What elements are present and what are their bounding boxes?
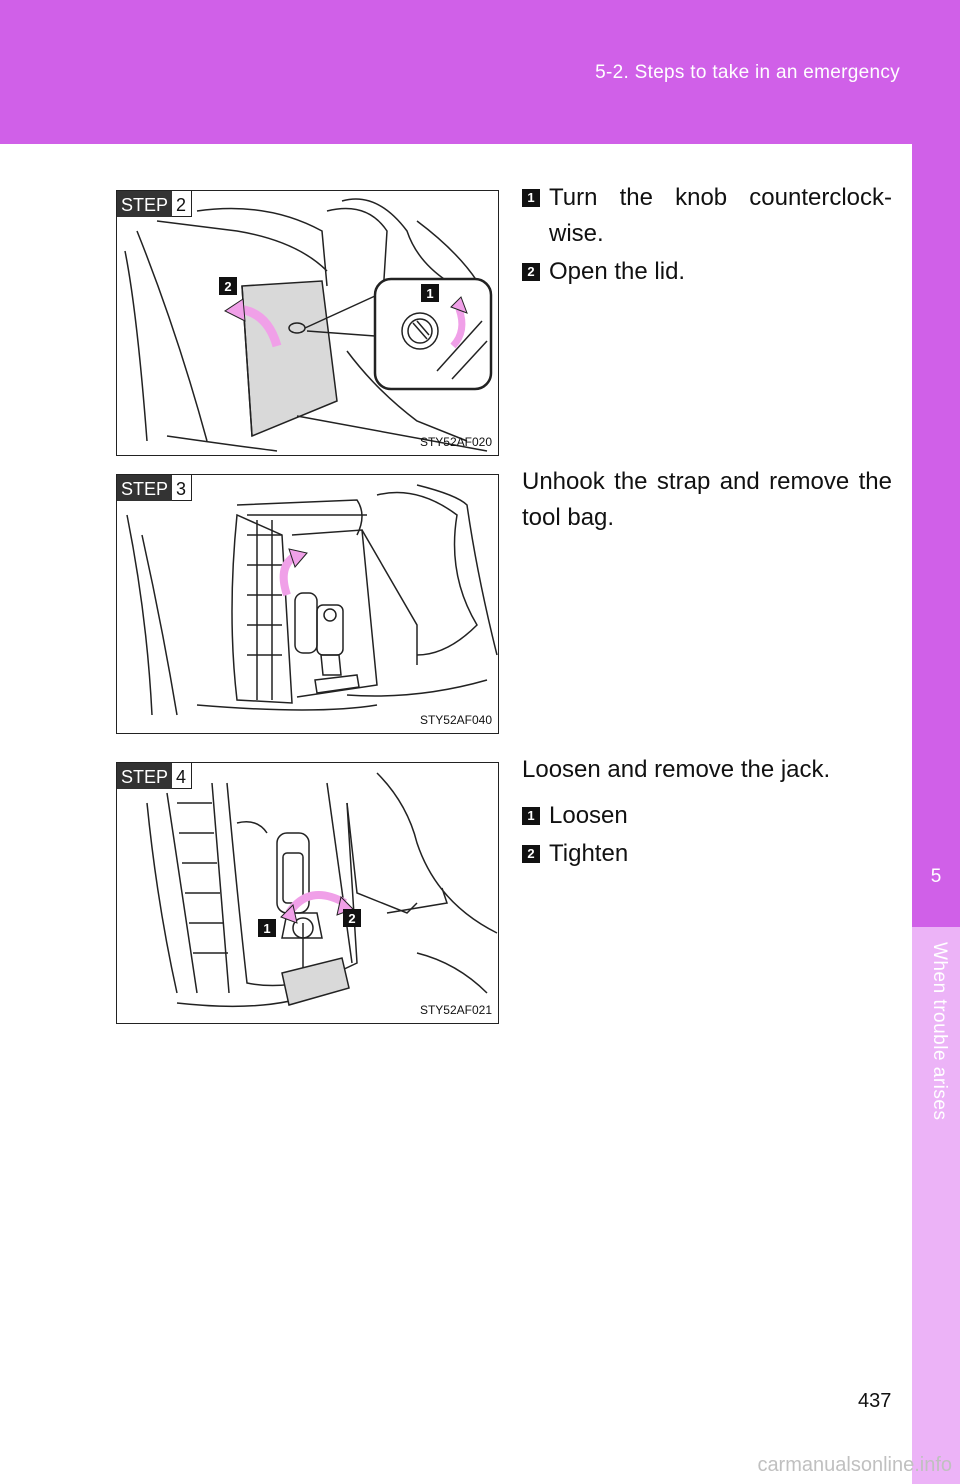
- chapter-title: When trouble arises: [929, 942, 950, 1121]
- step-badge: STEP 2: [117, 191, 193, 217]
- chapter-number: 5: [930, 866, 942, 887]
- svg-text:1: 1: [263, 921, 270, 936]
- item-number: 2: [522, 263, 540, 281]
- callout-1: [421, 284, 439, 302]
- step-badge: STEP 4: [117, 763, 193, 789]
- figure-code: STY52AF020: [419, 435, 492, 449]
- svg-text:2: 2: [224, 279, 231, 294]
- list-item: 2 Tighten: [522, 836, 892, 872]
- item-text: Tighten: [549, 840, 629, 867]
- item-number: 2: [522, 845, 540, 863]
- step-instruction: Unhook the strap and remove the tool bag…: [522, 468, 892, 531]
- lid-illustration: 2 1: [124, 198, 493, 452]
- list-item: 1 Loosen: [522, 798, 892, 834]
- page-header: 5-2. Steps to take in an emergency: [0, 0, 960, 144]
- svg-text:1: 1: [426, 286, 433, 301]
- figure-step-3: STEP 3 STY52AF040: [116, 474, 499, 734]
- tool-bag-illustration: [126, 484, 498, 716]
- figure-step-2: STEP 2: [116, 190, 499, 456]
- step-badge: STEP 3: [117, 475, 193, 501]
- callout-1: [258, 919, 276, 937]
- svg-text:2: 2: [348, 911, 355, 926]
- callout-2: [343, 909, 361, 927]
- list-item: 2 Open the lid.: [522, 254, 892, 290]
- figure-step-4: STEP 4 1 2 STY52AF02: [116, 762, 499, 1024]
- watermark: carmanualsonline.info: [757, 1454, 952, 1476]
- item-text: Loosen: [549, 802, 628, 829]
- figure-code: STY52AF021: [419, 1003, 492, 1017]
- step-4-text: Loosen and remove the jack. 1 Loosen 2 T…: [522, 752, 892, 874]
- item-number: 1: [522, 189, 540, 207]
- callout-2: [219, 277, 237, 295]
- section-title: 5-2. Steps to take in an emergency: [595, 62, 900, 83]
- chapter-tab: 5: [912, 144, 960, 927]
- list-item: 1 Turn the knob counterclock-wise.: [522, 180, 892, 252]
- item-text: Turn the knob counterclock-wise.: [549, 184, 892, 247]
- step-instruction: Loosen and remove the jack.: [522, 756, 831, 783]
- item-text: Open the lid.: [549, 258, 686, 285]
- item-number: 1: [522, 807, 540, 825]
- page-number: 437: [858, 1390, 892, 1412]
- jack-illustration: 1 2: [146, 772, 498, 1008]
- step-3-text: Unhook the strap and remove the tool bag…: [522, 464, 892, 536]
- step-2-text: 1 Turn the knob counterclock-wise. 2 Ope…: [522, 180, 892, 292]
- figure-code: STY52AF040: [419, 713, 492, 727]
